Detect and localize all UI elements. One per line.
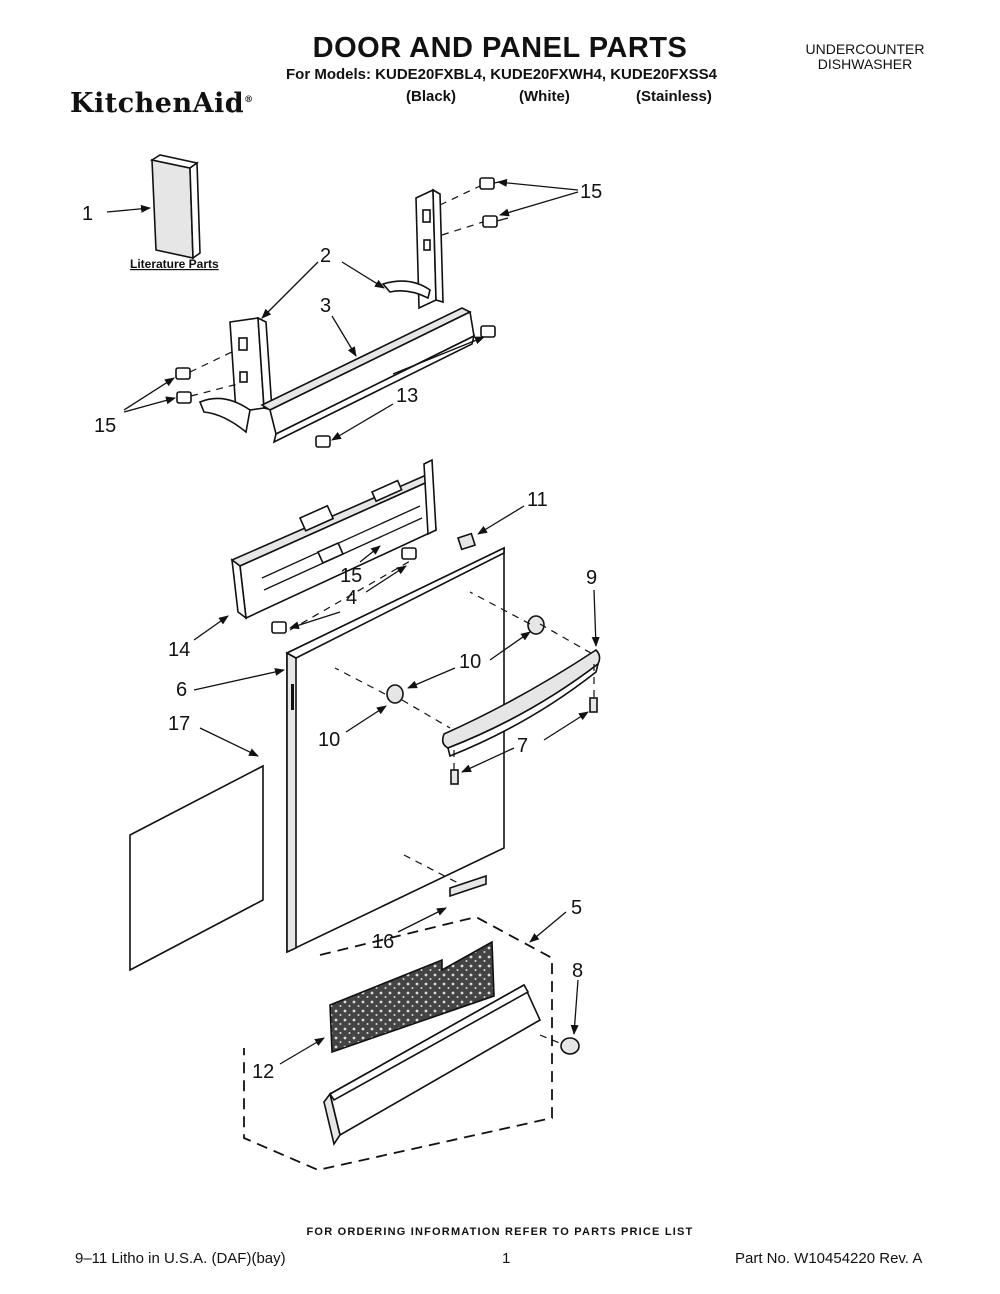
toe-panel-kit-outline: [243, 916, 553, 1171]
variant-white: (White): [519, 88, 570, 105]
screw-door-2: [271, 621, 287, 634]
part-number: Part No. W10454220 Rev. A: [735, 1250, 923, 1267]
screw-left-1: [175, 367, 191, 380]
door-handle: [441, 648, 601, 758]
print-info: 9–11 Litho in U.S.A. (DAF)(bay): [75, 1250, 286, 1267]
toe-panel: [323, 983, 542, 1146]
callout-17: 17: [168, 713, 190, 735]
screw-top-1: [479, 177, 506, 190]
mounting-rail: [260, 307, 476, 444]
callout-8: 8: [572, 960, 583, 982]
screw-rail-right: [480, 325, 496, 338]
upper-right-hinge-bracket: [381, 188, 444, 310]
handle-mount-upper: [527, 615, 545, 635]
callout-5: 5: [571, 897, 582, 919]
callout-2: 2: [320, 245, 331, 267]
callout-9: 9: [586, 567, 597, 589]
toe-panel-insulation: [329, 940, 495, 1054]
literature-parts-label: Literature Parts: [130, 257, 219, 271]
door-badge: [456, 532, 477, 551]
callout-15-left: 15: [94, 415, 116, 437]
callout-3: 3: [320, 295, 331, 317]
door-vent: [403, 854, 487, 898]
literature-booklet: [149, 154, 201, 260]
brand-logo: KitchenAid®: [70, 88, 254, 119]
callout-6: 6: [176, 679, 187, 701]
upper-left-hinge-bracket: [198, 316, 273, 434]
callout-16: 16: [372, 931, 394, 953]
leader-lines: [106, 178, 600, 1065]
product-type-line1: UNDERCOUNTER: [805, 41, 925, 57]
screw-top-2: [482, 215, 509, 228]
callout-14: 14: [168, 639, 190, 661]
screw-left-2: [176, 391, 192, 404]
ordering-note: FOR ORDERING INFORMATION REFER TO PARTS …: [306, 1226, 694, 1238]
brand-name: KitchenAid: [70, 88, 245, 119]
set-screw-left: [450, 769, 459, 785]
page-number: 1: [502, 1250, 511, 1267]
brand-registered-mark: ®: [244, 95, 254, 105]
callout-1: 1: [82, 203, 93, 225]
callout-7: 7: [517, 735, 528, 757]
toe-panel-screw: [560, 1037, 580, 1055]
product-type-line2: DISHWASHER: [817, 56, 913, 72]
outer-door-panel: [285, 546, 505, 954]
screw-door-1: [401, 547, 417, 560]
set-screw-right: [589, 697, 598, 713]
screw-rail-left: [315, 435, 331, 448]
variant-stainless: (Stainless): [636, 88, 712, 105]
callout-4: 4: [346, 587, 357, 609]
product-type: UNDERCOUNTER DISHWASHER: [790, 42, 940, 72]
callout-15-top: 15: [580, 181, 602, 203]
control-panel-assembly: [230, 458, 437, 620]
callout-11: 11: [527, 489, 548, 511]
variant-black: (Black): [406, 88, 457, 105]
handle-mount-lower: [386, 684, 404, 704]
models-line: For Models: KUDE20FXBL4, KUDE20FXWH4, KU…: [286, 66, 717, 83]
insulation-pad: [129, 764, 264, 972]
page-title: DOOR AND PANEL PARTS: [312, 32, 688, 64]
callout-15-middle: 15: [340, 565, 362, 587]
callout-13: 13: [396, 385, 418, 407]
callout-10-lower: 10: [318, 729, 340, 751]
callout-10-upper: 10: [459, 651, 481, 673]
callout-12: 12: [252, 1061, 274, 1083]
